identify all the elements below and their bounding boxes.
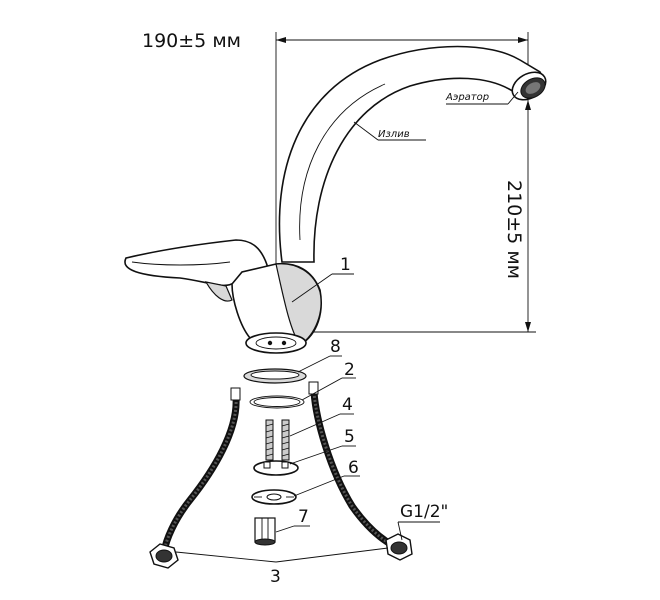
part-8-gasket xyxy=(243,368,307,384)
spout-label: Излив xyxy=(378,129,410,140)
aerator-label: Аэратор xyxy=(445,92,489,103)
part-2-o-ring xyxy=(249,395,305,409)
part-3-label: 3 xyxy=(270,567,281,587)
height-dimension: 210±5 мм xyxy=(300,100,536,333)
part-1-label: 1 xyxy=(340,255,351,275)
mixer-body xyxy=(231,262,322,354)
thread-label: G1/2" xyxy=(400,502,448,522)
part-7-nut xyxy=(254,517,276,546)
aerator xyxy=(511,71,547,101)
right-hose-nut xyxy=(385,533,413,561)
left-hose-nut xyxy=(149,543,179,569)
part-7-label: 7 xyxy=(298,507,309,527)
part-8-label: 8 xyxy=(330,337,341,357)
part-6-washer xyxy=(251,489,297,505)
part-4-studs xyxy=(265,419,290,461)
height-dimension-label: 210±5 мм xyxy=(503,180,525,279)
part-4-label: 4 xyxy=(342,395,353,415)
part-5-label: 5 xyxy=(344,427,355,447)
part-2-label: 2 xyxy=(344,360,355,380)
right-hose xyxy=(308,381,413,561)
spout xyxy=(278,45,543,263)
leader-lines xyxy=(175,91,519,563)
width-dimension-label: 190±5 мм xyxy=(142,30,241,52)
left-hose xyxy=(149,387,241,569)
part-6-label: 6 xyxy=(348,458,359,478)
lever-handle xyxy=(124,239,269,302)
part-5-plate xyxy=(253,460,299,476)
